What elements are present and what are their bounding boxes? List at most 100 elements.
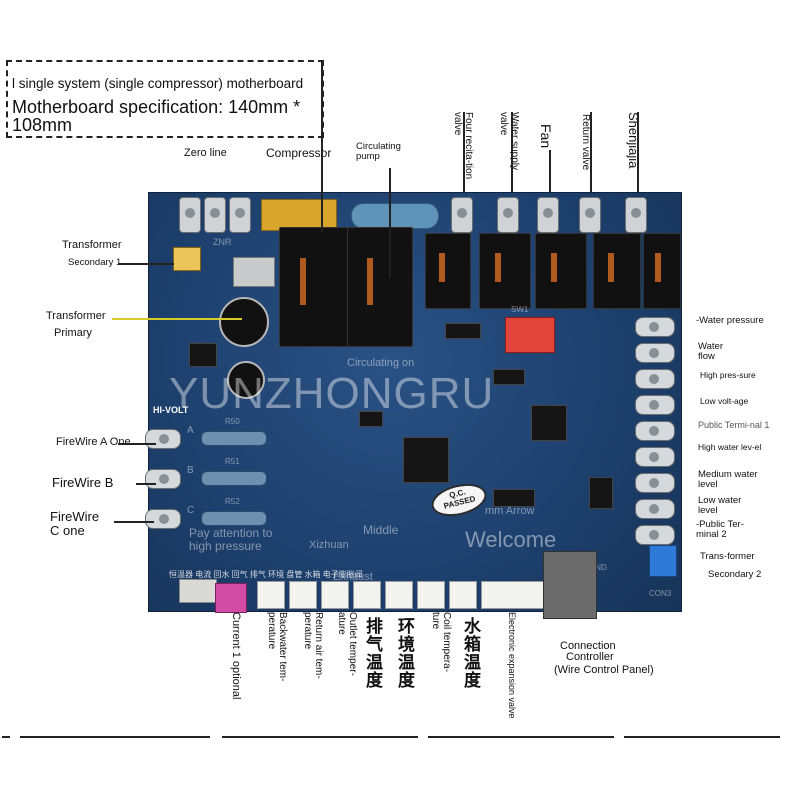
relay-shenjiajia [643,233,681,309]
qc-passed-sticker: Q.C. PASSED [428,478,490,522]
label-firewire-c-a: FireWire [50,509,100,524]
r50-label: R50 [225,417,240,426]
gnd-label: GND [589,563,607,572]
connector-current-pink [215,583,247,613]
welcome-overlay: Welcome [465,527,557,552]
terminal-four-way [451,197,473,233]
label-water-supply-valve: Water supply valve [498,112,520,170]
terminal-public-1 [635,421,675,441]
terminal-high-pressure [635,369,675,389]
terminal-zero-2 [204,197,226,233]
dip-switch [505,317,555,353]
pointer-return-valve [590,112,592,192]
terminal-return-valve [579,197,601,233]
sw1-label: SW1 [511,305,529,314]
ic-6 [589,477,613,509]
pointer-circulating-pump [389,168,391,278]
label-transformer-secondary-2b: Secondary 2 [708,569,762,580]
resistor-r51 [201,471,267,486]
connector-exhaust [353,581,381,609]
label-transformer-primary-b: Primary [54,327,92,339]
r51-label: R51 [225,457,240,466]
label-transformer-secondary-2a: Trans-former [700,551,755,562]
label-low-water-level: Low water level [698,495,742,516]
con3-label: CON3 [649,589,672,598]
connector-expansion-valve [481,581,545,609]
ic-3 [493,489,535,507]
connector-secondary-1 [173,247,201,271]
label-high-water-level: High water lev-el [698,442,762,452]
label-connection-controller-c: (Wire Control Panel) [554,664,654,676]
label-transformer-secondary-1b: Secondary 1 [68,257,122,268]
pointer-firewire-b [136,483,156,485]
middle-overlay: Middle [363,523,399,537]
label-return-air-temperature: Return air tem-perature [302,612,324,679]
separator-3 [428,736,614,738]
terminal-low-water [635,499,675,519]
label-c: C [187,505,195,516]
mm-arrow-overlay: mm Arrow [485,505,535,517]
label-transformer-secondary-1a: Transformer [62,239,122,251]
relay-compressor [279,227,349,347]
ic-4 [531,405,567,441]
circulating-on-overlay: Circulating on [347,357,415,369]
hi-volt-label: HI-VOLT [153,405,189,415]
label-water-tank-temp-cn: 水箱温度 [464,617,481,690]
terminal-firewire-a [145,429,181,449]
terminal-high-water [635,447,675,467]
connector-return-air [289,581,317,609]
pointer-four-way [463,112,465,192]
connector-environment [385,581,413,609]
ic-5 [359,411,383,427]
label-fan: Fan [538,124,554,149]
label-firewire-a: FireWire A One [56,436,131,448]
terminal-firewire-c [145,509,181,529]
ic-2 [493,369,525,385]
terminal-water-supply [497,197,519,233]
relay-four-way [425,233,471,309]
exhaust-overlay: Exhaust [333,571,373,583]
label-exhaust-temp-cn: 排气温度 [366,617,383,690]
label-transformer-primary-a: Transformer [46,310,106,322]
label-connection-controller-a: Connection [560,640,616,652]
connector-coil [417,581,445,609]
terminal-shenjiajia [625,197,647,233]
motherboard: ZNR HI-VOLT SW1 R50 R51 R52 A B C CON3 G… [145,192,682,619]
label-coil-temperature: Coil tempera-ture [430,612,452,673]
label-b: B [187,465,194,476]
terminal-zero-3 [229,197,251,233]
label-return-valve: Return valve [580,114,591,171]
label-medium-water-level: Medium water level [698,469,758,490]
separator-2 [222,736,418,738]
regulator-chip [189,343,217,367]
label-current-optional: Current 1 optional [230,612,242,700]
capacitor-large [219,297,269,347]
pointer-water-supply [511,112,513,192]
r52-label: R52 [225,497,240,506]
header-line-2: Motherboard specification: 140mm * 108mm [12,97,301,135]
label-water-pressure: -Water pressure [696,315,764,326]
resistor-r50 [201,431,267,446]
connector-wire-control [543,551,597,619]
label-public-terminal-2: -Public Ter-minal 2 [696,519,744,540]
watermark: YUNZHONGRU [169,369,495,418]
terminal-public-2 [635,525,675,545]
label-outlet-temperature: Outlet temper-ature [336,612,358,676]
pointer-shenjiajia [637,112,639,192]
pointer-fan [549,150,551,192]
label-a: A [187,425,194,436]
label-circulating-pump: Circulating pump [356,141,401,162]
label-zero-line: Zero line [184,147,227,159]
label-water-flow: Water flow [698,341,723,362]
capacitor-small [227,361,265,399]
relay-return-valve [593,233,641,309]
pay-attention-overlay: Pay attention to high pressure [189,526,273,553]
connector-primary [233,257,275,287]
separator-1 [20,736,210,738]
terminal-zero-1 [179,197,201,233]
spec-header-box: l single system (single compressor) moth… [6,60,324,138]
terminal-water-flow [635,343,675,363]
pointer-compressor [321,62,323,232]
varistor-block [261,199,337,231]
label-backwater-temperature: Backwater tem-perature [266,612,288,682]
